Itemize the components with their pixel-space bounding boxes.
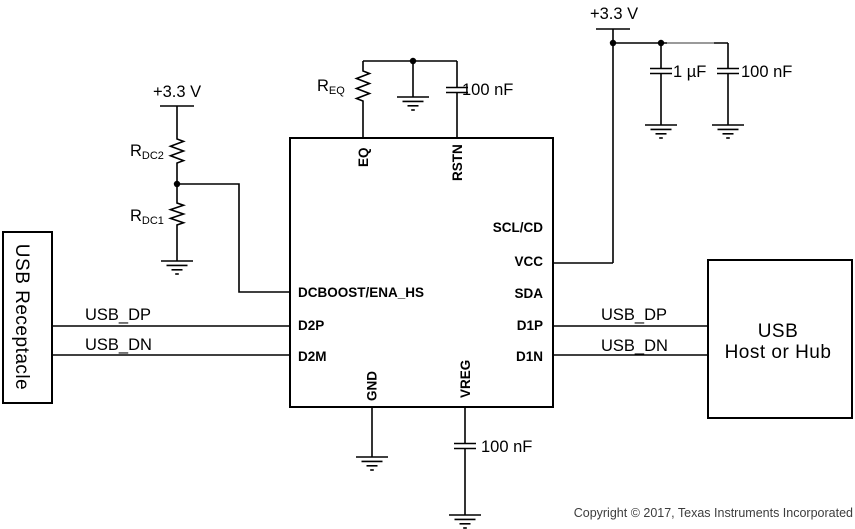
copyright-text: Copyright © 2017, Texas Instruments Inco… — [574, 506, 853, 520]
rail-right-label: +3.3 V — [590, 5, 638, 23]
pin-label-vreg: VREG — [458, 360, 473, 398]
capacitor-vreg — [453, 442, 477, 450]
wire-dcboost — [177, 183, 290, 293]
capacitor-rstn-value: 100 nF — [462, 81, 513, 99]
capacitor-bypass-value: 100 nF — [741, 63, 792, 81]
resistor-req — [354, 61, 372, 138]
ground-symbol-gnd-pin — [355, 456, 389, 471]
net-label-usb-dp-left: USB_DP — [85, 306, 151, 324]
junction-dot-eqnet — [409, 57, 417, 65]
capacitor-bulk-value: 1 µF — [673, 63, 706, 81]
ic-box — [289, 137, 554, 408]
req-label: REQ — [317, 77, 345, 97]
pin-label-gnd: GND — [365, 371, 380, 401]
ground-symbol-eqnet — [396, 96, 430, 111]
junction-dot-rail-right-1 — [609, 39, 617, 47]
usb-host-label-line2: Host or Hub — [725, 342, 832, 363]
ground-symbol-c-bypass — [711, 124, 745, 139]
ground-symbol-rdc1 — [160, 260, 194, 275]
net-label-usb-dp-right: USB_DP — [601, 306, 667, 324]
junction-dot-rdc — [173, 180, 181, 188]
ground-symbol-c-bulk — [644, 124, 678, 139]
resistor-rdc2 — [168, 134, 186, 166]
pin-label-sda: SDA — [514, 286, 543, 301]
pin-label-eq: EQ — [356, 147, 371, 167]
pin-label-rstn: RSTN — [450, 144, 465, 181]
pin-label-vcc: VCC — [514, 254, 543, 269]
usb-host-label-line1: USB — [758, 321, 799, 342]
pin-label-d1p: D1P — [517, 318, 543, 333]
resistor-rdc1 — [168, 199, 186, 228]
rdc2-label: RDC2 — [130, 142, 164, 162]
capacitor-bulk — [649, 67, 673, 75]
capacitor-bypass — [716, 67, 740, 75]
net-label-usb-dn-right: USB_DN — [601, 337, 668, 355]
capacitor-vreg-value: 100 nF — [481, 438, 532, 456]
rdc1-label: RDC1 — [130, 207, 164, 227]
pin-label-d1n: D1N — [516, 349, 543, 364]
pin-label-d2p: D2P — [298, 318, 324, 333]
pin-label-d2m: D2M — [298, 349, 327, 364]
ground-symbol-c-vreg — [448, 514, 482, 529]
usb-receptacle-box — [2, 231, 53, 404]
rail-left-label: +3.3 V — [153, 83, 201, 101]
pin-label-dcboost: DCBOOST/ENA_HS — [298, 285, 424, 300]
pin-label-scl-cd: SCL/CD — [493, 220, 544, 235]
junction-dot-rail-right-2 — [657, 39, 665, 47]
usb-receptacle-label: USB Receptacle — [11, 244, 32, 390]
net-label-usb-dn-left: USB_DN — [85, 336, 152, 354]
usb-host-box — [707, 259, 853, 419]
